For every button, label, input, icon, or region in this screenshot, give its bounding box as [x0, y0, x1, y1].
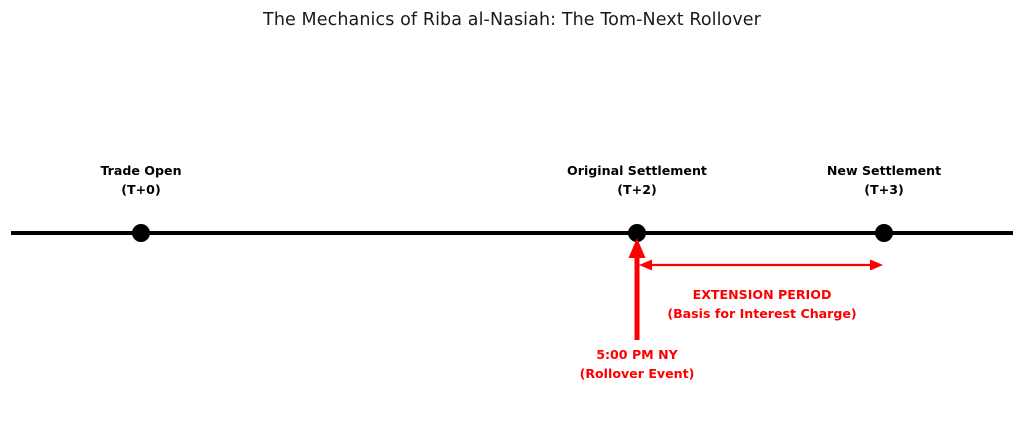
- node-label-new-settlement: New Settlement (T+3): [827, 161, 941, 199]
- node-label-new-settlement-line2: (T+3): [864, 182, 904, 197]
- extension-period-label-line1: EXTENSION PERIOD: [692, 287, 832, 302]
- extension-period-arrow: [639, 259, 883, 271]
- node-label-original-settlement-line1: Original Settlement: [567, 163, 707, 178]
- timeline-node-trade-open: [132, 224, 150, 242]
- extension-period-label: EXTENSION PERIOD (Basis for Interest Cha…: [667, 285, 856, 323]
- extension-period-label-line2: (Basis for Interest Charge): [667, 306, 857, 321]
- node-label-trade-open-line1: Trade Open: [100, 163, 182, 178]
- node-label-new-settlement-line1: New Settlement: [826, 163, 942, 178]
- node-label-original-settlement: Original Settlement (T+2): [567, 161, 707, 199]
- rollover-event-label: 5:00 PM NY (Rollover Event): [580, 345, 695, 383]
- timeline-node-new-settlement: [875, 224, 893, 242]
- timeline-node-original-settlement: [628, 224, 646, 242]
- rollover-event-arrow: [628, 238, 646, 340]
- page-title: The Mechanics of Riba al-Nasiah: The Tom…: [263, 10, 761, 30]
- node-label-trade-open-line2: (T+0): [121, 182, 161, 197]
- node-label-trade-open: Trade Open (T+0): [100, 161, 181, 199]
- rollover-event-label-line1: 5:00 PM NY: [596, 347, 678, 362]
- rollover-event-label-line2: (Rollover Event): [579, 366, 695, 381]
- node-label-original-settlement-line2: (T+2): [617, 182, 657, 197]
